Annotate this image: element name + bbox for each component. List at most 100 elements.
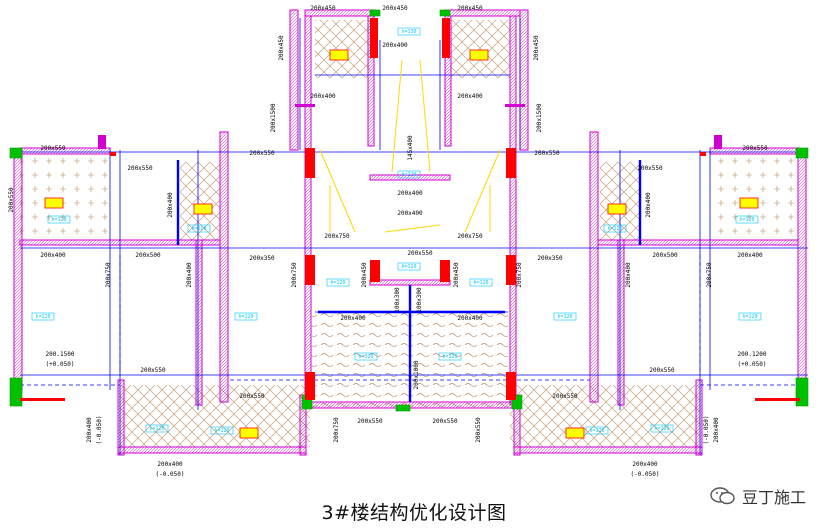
beam-label: 200x350 (249, 255, 275, 262)
beam-label: 200x550 (407, 250, 433, 257)
vertical-beam-label: (-0.050) (96, 416, 103, 445)
slab-tag-box (738, 312, 762, 321)
structural-floor-plan: 200x450200x450200x450200x400200x400200x4… (8, 5, 809, 478)
beam-label: 200x550 (140, 367, 166, 374)
vertical-beam-label: 200x1500 (270, 103, 277, 132)
vertical-beam-label: 200x750 (516, 262, 523, 288)
vertical-beam-label: 200x1500 (536, 103, 543, 132)
slab-tag-box (397, 262, 421, 271)
beam-label: 200x450 (382, 5, 408, 12)
beam-label: 200x400 (157, 461, 183, 468)
wechat-bubble-icon (710, 487, 735, 505)
beam-label: 200x450 (457, 5, 483, 12)
beam-label: 200.1200 (738, 351, 767, 358)
beam-label: 200x550 (552, 393, 578, 400)
heavy-beams (176, 160, 642, 402)
vertical-beam-labels: 200x450 200x450 200x1500 200x1500 200x550 200… (8, 35, 720, 444)
slab-tag: h=120 (607, 226, 622, 232)
columns (20, 18, 800, 401)
vertical-beam-label: 200x450 (278, 35, 285, 61)
slab-tag-box (650, 424, 674, 433)
slab-tag: h=120 (191, 226, 206, 232)
slab-tag-box (145, 424, 169, 433)
vertical-beam-label: 200x550 (475, 417, 482, 443)
vertical-beam-label: 200x400 (625, 262, 632, 288)
slab-tag: h=130 (401, 29, 416, 35)
stair-lines (319, 59, 501, 233)
beam-label: 200x550 (239, 393, 265, 400)
slab-tag: h=120 (589, 428, 604, 434)
column-stubs (98, 104, 722, 149)
vertical-beam-label: 200x750 (706, 262, 713, 288)
slab-tag-box (735, 215, 759, 224)
room-markers (44, 49, 759, 439)
slab-tag: h=120 (238, 314, 253, 320)
beam-label: 200x500 (135, 252, 161, 259)
slab-tag: h=120 (401, 172, 416, 178)
watermark-text: 豆丁施工 (741, 488, 806, 507)
vertical-beam-label: 200x400 (86, 417, 93, 443)
vertical-beam-label: 200x550 (8, 187, 15, 213)
vertical-beam-label: 200x400 (645, 192, 652, 218)
slab-tag-box (469, 278, 493, 287)
slab-tag-box (187, 224, 211, 233)
beam-label: 200x400 (397, 190, 423, 197)
vertical-beam-label: 100x300 (416, 287, 423, 313)
beam-size-labels: 200x450 200x450 200x450 200x400 200x400 200x4… (40, 5, 768, 478)
vertical-beam-label: 200x750 (105, 262, 112, 288)
slab-tag: h=120 (330, 280, 345, 286)
slab-tag: h=120 (214, 428, 229, 434)
slab-tag-box (553, 312, 577, 321)
slab-tag-box (326, 278, 350, 287)
beam-label: 200x400 (457, 93, 483, 100)
beam-label: 200x450 (310, 5, 336, 12)
beam-label: (+0.050) (738, 361, 767, 368)
slab-tag: h=120 (35, 314, 50, 320)
beam-label: 200x400 (632, 461, 658, 468)
beam-label: 200x400 (382, 42, 408, 49)
slab-tag-box (585, 426, 609, 435)
beam-label: 200x750 (457, 233, 483, 240)
slab-tag-box (438, 352, 462, 361)
beam-label: (+0.050) (46, 361, 75, 368)
beam-label: 200x550 (637, 165, 663, 172)
slab-tag: h=120 (557, 314, 572, 320)
vertical-beam-label: 200x750 (291, 262, 298, 288)
slab-thickness-tags: h=130 h=120 h=120 h=120 h=120 h=120 h=120 h=120… (31, 27, 762, 435)
beam-label: 200x400 (310, 93, 336, 100)
beam-label: 200x550 (249, 150, 275, 157)
beam-label: 200x550 (127, 165, 153, 172)
beam-label: 200x550 (40, 145, 66, 152)
beam-label: 200x550 (357, 418, 383, 425)
beam-label: 200x550 (534, 150, 560, 157)
slab-tag: h=120 (149, 426, 164, 432)
vertical-beam-label: 200x400 (186, 262, 193, 288)
slab-tag: h=120 (358, 354, 373, 360)
vertical-beam-label: 200x750 (333, 417, 340, 443)
slab-tag-box (603, 224, 627, 233)
slab-tag-box (31, 312, 55, 321)
beam-label: 200x350 (537, 255, 563, 262)
vertical-beam-label: 200x1000 (413, 360, 420, 389)
slab-tag-box (354, 352, 378, 361)
vertical-beam-label: 200x450 (361, 262, 368, 288)
vertical-beam-label: 100x300 (394, 287, 401, 313)
beam-lines (20, 18, 808, 455)
vertical-beam-label: 200x450 (533, 35, 540, 61)
slab-tag: h=120 (742, 314, 757, 320)
slab-tag-box (397, 170, 421, 179)
slab-tag: h=120 (739, 217, 754, 223)
hatched-zones (20, 20, 798, 447)
beam-label: 200x400 (340, 315, 366, 322)
beam-label: 200x400 (397, 210, 423, 217)
slab-tag: h=120 (473, 280, 488, 286)
watermark: 豆丁施工 (710, 484, 806, 508)
slab-tag: h=120 (401, 264, 416, 270)
drawing-caption: 3#楼结构优化设计图 (321, 502, 507, 524)
beam-label: 200x500 (652, 252, 678, 259)
dashed-beams (20, 255, 808, 386)
vertical-beam-label: 145x400 (407, 135, 414, 161)
beam-label: 200.1500 (46, 351, 75, 358)
beam-label: 200x400 (737, 252, 763, 259)
beam-label: 200x550 (432, 418, 458, 425)
